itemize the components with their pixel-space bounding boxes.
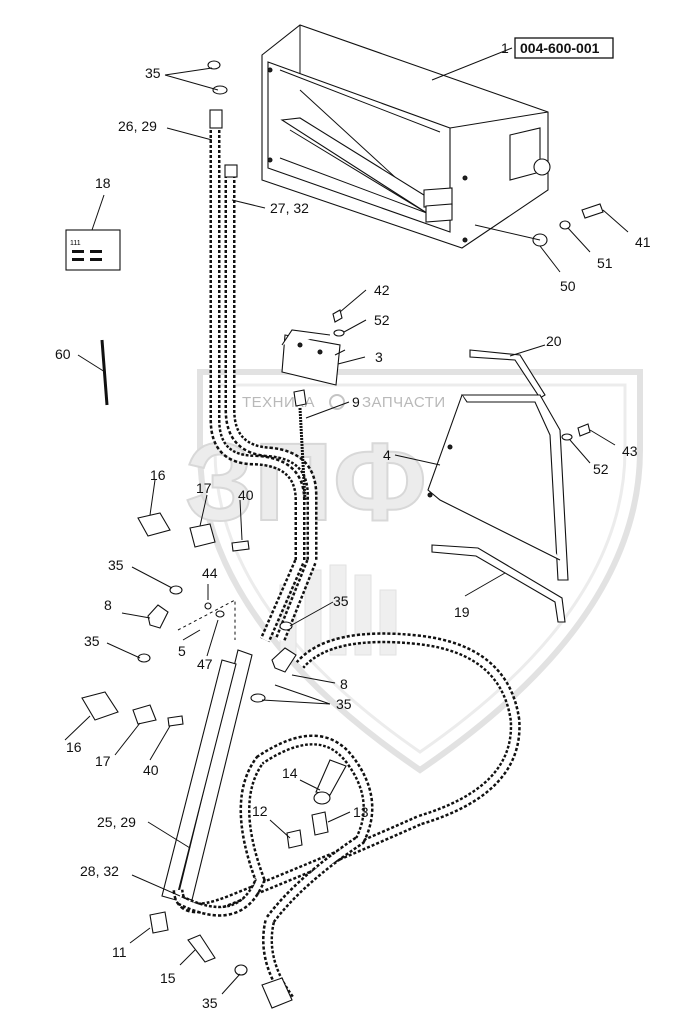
callout-35b: 35: [108, 557, 124, 573]
callout-1: 1: [501, 40, 509, 56]
callout-40: 40: [238, 487, 254, 503]
clamp-set-lower: [64, 691, 184, 761]
callout-27-32: 27, 32: [270, 200, 309, 216]
fittings-11-15: [129, 911, 216, 966]
callout-43: 43: [622, 443, 638, 459]
callout-35: 35: [145, 65, 161, 81]
callout-19: 19: [454, 604, 470, 620]
callout-17: 17: [196, 480, 212, 496]
leader-lines: [106, 67, 334, 995]
callout-16: 16: [150, 467, 166, 483]
callout-16b: 16: [66, 739, 82, 755]
callout-50: 50: [560, 278, 576, 294]
callout-28-32: 28, 32: [80, 863, 119, 879]
callout-18: 18: [95, 175, 111, 191]
callout-12: 12: [252, 803, 268, 819]
callout-52: 52: [374, 312, 390, 328]
tee-fitting-8-upper: [121, 604, 169, 629]
callout-35d: 35: [333, 593, 349, 609]
callout-51: 51: [597, 255, 613, 271]
svg-text:111: 111: [70, 240, 81, 247]
callout-25-29: 25, 29: [97, 814, 136, 830]
fasteners-41-50-51: [474, 203, 629, 273]
heater-unit: [261, 24, 551, 249]
watermark-brand-right: ЗАПЧАСТИ: [362, 394, 446, 411]
callout-42: 42: [374, 282, 390, 298]
watermark: ЗПФ ТЕХНИКА ЗАПЧАСТИ: [184, 369, 643, 774]
callout-20: 20: [546, 333, 562, 349]
callout-35f: 35: [202, 995, 218, 1011]
small-parts-44-47-5: [177, 584, 236, 657]
gear-icon: [329, 394, 345, 410]
callout-40b: 40: [143, 762, 159, 778]
callout-4: 4: [383, 447, 391, 463]
assembly-number-box: [514, 37, 614, 59]
callout-5: 5: [178, 643, 186, 659]
callout-41: 41: [635, 234, 651, 250]
callout-60: 60: [55, 346, 71, 362]
label-card-18: 111: [65, 194, 121, 271]
callout-35e: 35: [336, 696, 352, 712]
callout-35c: 35: [84, 633, 100, 649]
cable-tie-60: [77, 339, 109, 406]
assembly-number: 004-600-001: [520, 40, 600, 56]
callout-11: 11: [112, 944, 127, 960]
clamp-set-upper: [137, 479, 250, 552]
tee-fitting-8-lower: [271, 647, 336, 684]
fittings-12-13-14: [269, 759, 351, 849]
callout-26-29: 26, 29: [118, 118, 157, 134]
callout-3: 3: [375, 349, 383, 365]
callout-17b: 17: [95, 753, 111, 769]
callout-8b: 8: [340, 676, 348, 692]
frame-4: [394, 394, 616, 581]
callout-47: 47: [197, 656, 213, 672]
callout-9: 9: [352, 394, 360, 410]
hose-clamps-35: [137, 60, 293, 976]
callout-52b: 52: [593, 461, 609, 477]
callouts: 1 35 26, 29 27, 32 18 41 51 50 42 52 3 6…: [55, 40, 651, 1011]
bracket-3: [281, 289, 367, 386]
watermark-logo: ЗПФ: [185, 421, 427, 544]
callout-14: 14: [282, 765, 298, 781]
callout-15: 15: [160, 970, 176, 986]
rod-19: [431, 544, 566, 623]
callout-44: 44: [202, 565, 218, 581]
callout-13: 13: [353, 804, 369, 820]
hoses: [161, 109, 521, 1009]
cable-9: [293, 389, 350, 501]
callout-8: 8: [104, 597, 112, 613]
